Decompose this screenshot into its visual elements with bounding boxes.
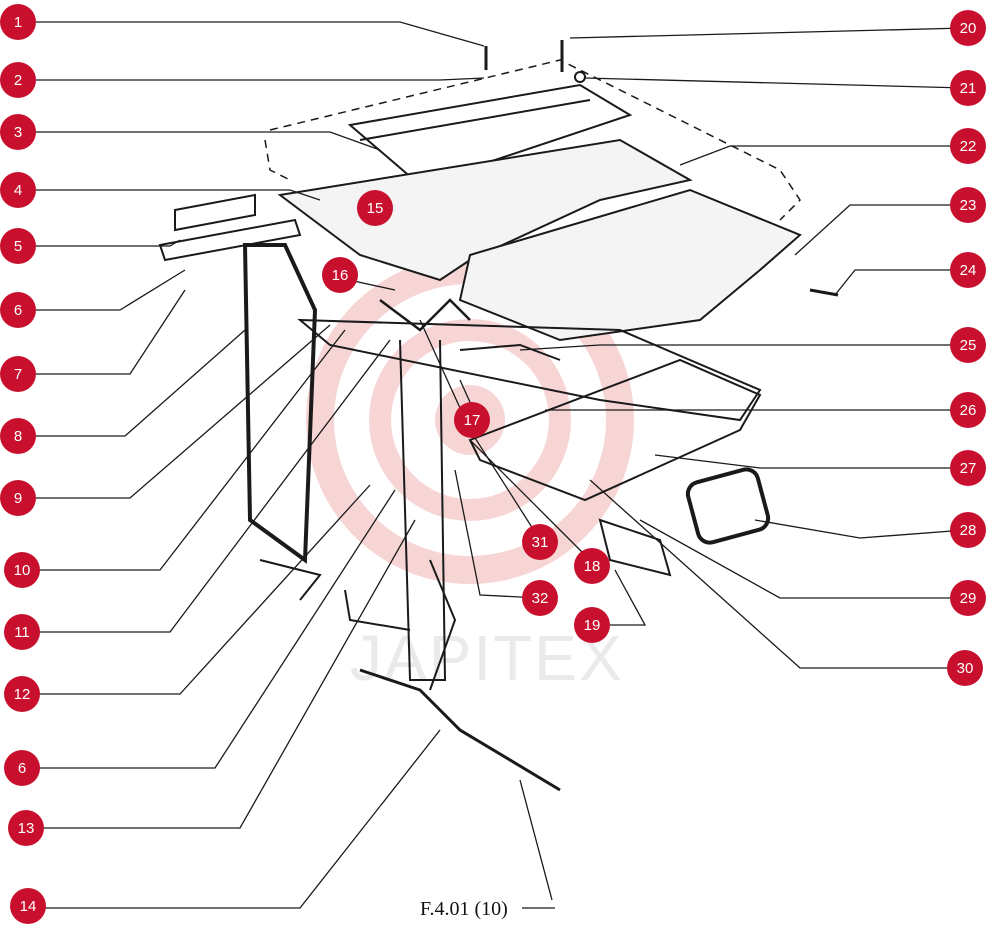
callout-29: 29: [950, 580, 986, 616]
svg-text:19: 19: [584, 617, 601, 634]
callout-19: 19: [574, 607, 610, 643]
callout-31: 31: [522, 524, 558, 560]
svg-text:6: 6: [14, 302, 22, 319]
callout-1: 1: [0, 4, 36, 40]
svg-text:26: 26: [960, 402, 977, 419]
svg-text:23: 23: [960, 197, 977, 214]
svg-text:10: 10: [14, 562, 31, 579]
svg-text:6: 6: [18, 760, 26, 777]
callout-16: 16: [322, 257, 358, 293]
callout-7: 7: [0, 356, 36, 392]
svg-text:4: 4: [14, 182, 22, 199]
svg-text:20: 20: [960, 20, 977, 37]
callouts-right: 20 21 22 23 24 25 26 27 28 29 30: [947, 10, 986, 686]
callout-26: 26: [950, 392, 986, 428]
svg-text:30: 30: [957, 660, 974, 677]
callout-23: 23: [950, 187, 986, 223]
callout-12: 12: [4, 676, 40, 712]
callout-9: 9: [0, 480, 36, 516]
callout-6-upper: 6: [0, 292, 36, 328]
svg-text:11: 11: [14, 624, 30, 641]
callout-21: 21: [950, 70, 986, 106]
svg-text:3: 3: [14, 124, 22, 141]
svg-text:2: 2: [14, 72, 22, 89]
callout-22: 22: [950, 128, 986, 164]
svg-text:32: 32: [532, 590, 549, 607]
svg-text:5: 5: [14, 238, 22, 255]
callouts-left: 1 2 3 4 5 6 7 8 9 10 11 12 6 13 14: [0, 4, 46, 924]
svg-text:7: 7: [14, 366, 22, 383]
svg-text:13: 13: [18, 820, 35, 837]
callout-10: 10: [4, 552, 40, 588]
callout-18: 18: [574, 548, 610, 584]
callout-24: 24: [950, 252, 986, 288]
svg-text:1: 1: [14, 14, 22, 31]
callout-4: 4: [0, 172, 36, 208]
svg-text:27: 27: [960, 460, 977, 477]
callout-14: 14: [10, 888, 46, 924]
callout-5: 5: [0, 228, 36, 264]
callouts-inner: 15 16 17 31 18 32 19: [322, 190, 610, 643]
callout-28: 28: [950, 512, 986, 548]
callout-25: 25: [950, 327, 986, 363]
callout-17: 17: [454, 402, 490, 438]
svg-text:8: 8: [14, 428, 22, 445]
figure-code: F.4.01 (10): [420, 898, 508, 920]
svg-text:9: 9: [14, 490, 22, 507]
svg-text:29: 29: [960, 590, 977, 607]
svg-text:12: 12: [14, 686, 31, 703]
svg-text:17: 17: [464, 412, 481, 429]
callout-6-lower: 6: [4, 750, 40, 786]
parts-drawing: [158, 40, 839, 792]
svg-text:22: 22: [960, 138, 977, 155]
svg-text:28: 28: [960, 522, 977, 539]
callout-2: 2: [0, 62, 36, 98]
callout-13: 13: [8, 810, 44, 846]
callout-3: 3: [0, 114, 36, 150]
callout-20: 20: [950, 10, 986, 46]
callout-32: 32: [522, 580, 558, 616]
leader-lines: [36, 21, 966, 909]
svg-text:18: 18: [584, 558, 601, 575]
svg-text:21: 21: [960, 80, 977, 97]
svg-text:25: 25: [960, 337, 977, 354]
svg-text:15: 15: [367, 200, 384, 217]
svg-text:31: 31: [532, 534, 549, 551]
svg-text:14: 14: [20, 898, 37, 915]
callout-27: 27: [950, 450, 986, 486]
callout-8: 8: [0, 418, 36, 454]
callout-30: 30: [947, 650, 983, 686]
svg-text:16: 16: [332, 267, 349, 284]
svg-text:24: 24: [960, 262, 977, 279]
callout-15: 15: [357, 190, 393, 226]
callout-11: 11: [4, 614, 40, 650]
